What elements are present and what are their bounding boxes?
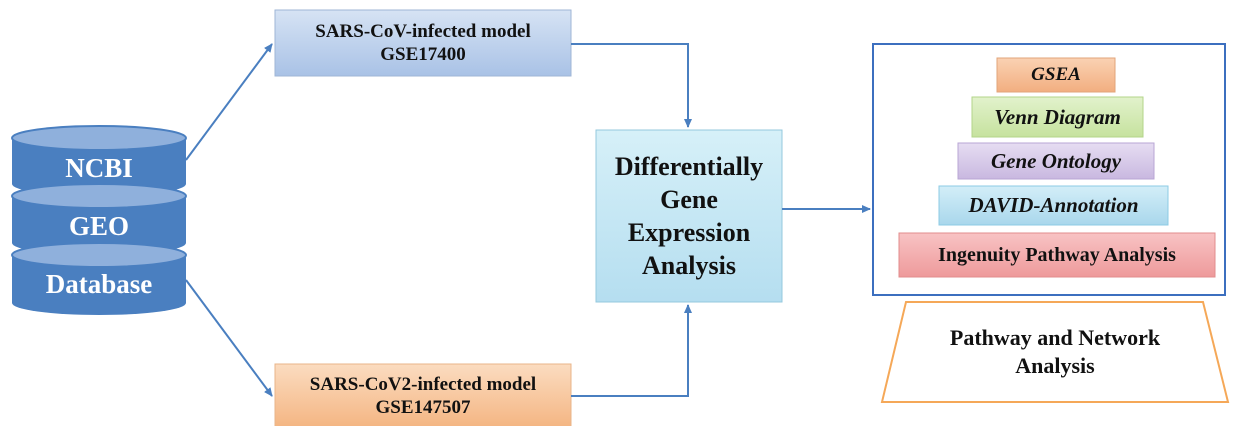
pathway-line: Analysis [1015, 353, 1095, 378]
source-line-1: SARS-CoV-infected model [315, 21, 531, 42]
tier-david-annotation [938, 185, 1169, 226]
db-label-ncbi: NCBI [65, 152, 133, 183]
source-label-sars-cov2: SARS-CoV2-infected model GSE147507 [275, 364, 571, 428]
dge-line: Gene [660, 185, 718, 214]
arrow-sars-cov-to-dge [571, 43, 692, 128]
arrow-db-to-sars-cov [185, 43, 273, 161]
dge-line: Analysis [642, 251, 736, 280]
db-label-geo: GEO [68, 210, 129, 241]
dge-label: Differentially Gene Expression Analysis [596, 130, 782, 302]
db-layer-body [12, 196, 186, 255]
dge-line: Expression [627, 218, 751, 247]
tier-ipa [898, 232, 1216, 278]
source-line-2: GSE147507 [375, 397, 471, 418]
tier-label-gsea: GSEA [1031, 64, 1081, 85]
source-label-sars-cov: SARS-CoV-infected model GSE17400 [275, 10, 571, 76]
arrow-sars-cov2-to-dge [571, 304, 692, 397]
dge-box [595, 129, 783, 303]
database-cylinder [11, 125, 187, 315]
tier-label-venn-diagram: Venn Diagram [994, 104, 1121, 129]
db-label-database: Database [45, 268, 153, 299]
tier-label-gene-ontology: Gene Ontology [990, 148, 1122, 173]
pathway-trapezoid [880, 301, 1230, 403]
source-line-2: GSE17400 [380, 44, 466, 65]
db-layer-top [11, 242, 187, 268]
pathway-label: Pathway and Network Analysis [900, 314, 1210, 390]
arrow-db-to-sars-cov2 [185, 279, 273, 397]
db-layer-body [12, 255, 186, 315]
pathway-line: Pathway and Network [949, 325, 1161, 350]
dge-line: Differentially [614, 152, 764, 181]
db-layer-top [11, 125, 187, 151]
tier-gene-ontology [957, 142, 1155, 180]
tier-venn-diagram [971, 96, 1144, 138]
tier-label-ipa: Ingenuity Pathway Analysis [938, 243, 1176, 266]
db-layer-body [12, 138, 186, 196]
tier-label-david-annotation: DAVID-Annotation [968, 193, 1139, 217]
source-line-1: SARS-CoV2-infected model [309, 374, 537, 395]
tier-gsea [996, 57, 1116, 93]
db-layer-top [11, 183, 187, 209]
